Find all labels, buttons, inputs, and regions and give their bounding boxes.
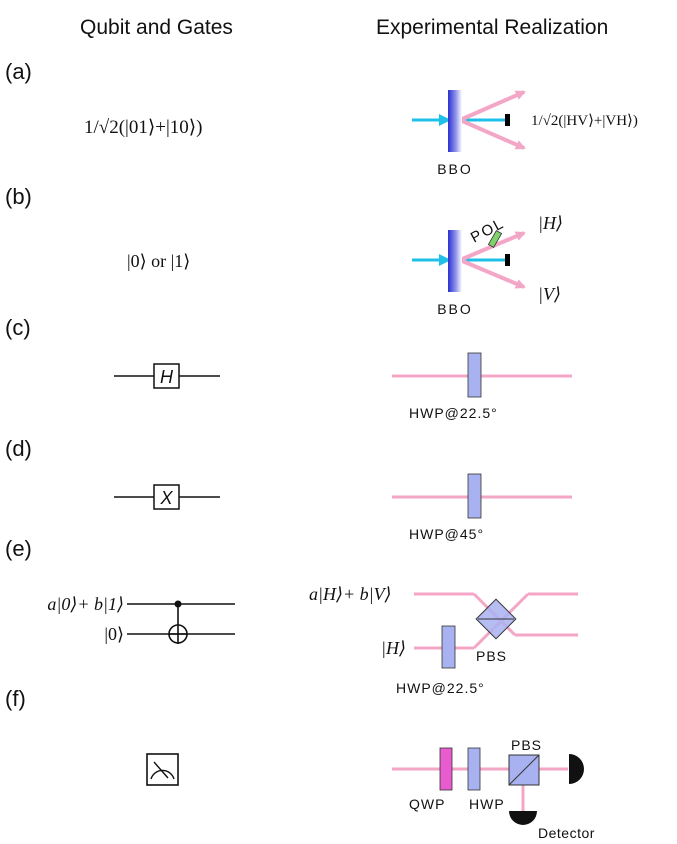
x-gate-box [153,484,180,510]
beam-dump [505,254,510,266]
meter-needle [153,761,169,779]
output-state-v: |V⟩ [538,284,561,304]
x-gate-symbol: X [159,488,173,508]
panel-e-label: (e) [5,536,32,561]
panel-d-label: (d) [5,436,32,461]
half-wave-plate [467,473,482,519]
hwp-angle-label: HWP@22.5° [396,680,485,696]
meter-dial [150,769,175,780]
left-column-title: Qubit and Gates [80,16,233,39]
half-wave-plate [467,747,481,791]
panel-a-entangled-state: 1/√2(|01⟩+|10⟩) [84,117,203,138]
target-qubit-state: |0⟩ [104,624,124,644]
panel-f-setup: PBS QWP HWP Detector [392,737,595,841]
cnot-gate-circuit: a|0⟩+ b|1⟩ |0⟩ [47,594,235,644]
downconverted-beam-upper [459,90,526,122]
hwp-label: HWP [469,796,505,812]
hadamard-gate-circuit: H [114,363,220,389]
bbo-label: BBO [437,161,473,177]
downconverted-beam-lower [459,118,526,150]
right-column-title: Experimental Realization [376,16,608,39]
panel-c-label: (c) [5,315,31,340]
half-wave-plate [467,352,482,398]
measurement-meter-icon [146,753,179,786]
panel-a-photon-state: 1/√2(|HV⟩+|VH⟩) [531,113,638,129]
panel-b-label: (b) [5,184,32,209]
polarizer-element [487,230,503,248]
panel-a-label: (a) [5,59,32,84]
pbs-label: PBS [511,737,542,753]
panel-f-label: (f) [5,686,26,711]
panel-b-setup: POL BBO |H⟩ |V⟩ [412,213,563,317]
panel-a-setup: BBO 1/√2(|HV⟩+|VH⟩) [412,90,638,177]
beam-dump [505,114,510,126]
input-state-lower: |H⟩ [381,638,406,658]
control-qubit-state: a|0⟩+ b|1⟩ [47,594,124,614]
x-gate-circuit: X [114,484,220,510]
panel-e-setup: a|H⟩+ b|V⟩ |H⟩ PBS HWP@22.5° [309,584,578,696]
bbo-crystal [448,90,462,152]
qwp-label: QWP [409,796,445,812]
downconverted-beam-lower [459,258,526,289]
meter-frame [146,753,179,786]
bbo-label: BBO [437,301,473,317]
detector-label: Detector [538,825,595,841]
output-state-h: |H⟩ [538,213,563,233]
detector-reflected [509,811,537,825]
bbo-crystal [448,230,462,292]
pbs-label: PBS [476,648,507,664]
quarter-wave-plate [439,747,453,791]
pbs-interface [508,754,540,786]
hwp-angle-label: HWP@22.5° [409,405,498,421]
hadamard-gate-box [153,363,180,389]
input-state-upper: a|H⟩+ b|V⟩ [309,584,392,604]
hwp-angle-label: HWP@45° [409,526,484,542]
panel-b-basis-state: |0⟩ or |1⟩ [127,251,190,271]
hadamard-gate-symbol: H [160,367,174,387]
detector-transmitted [569,754,584,784]
half-wave-plate [441,625,456,669]
panel-c-setup: HWP@22.5° [392,352,572,421]
panel-d-setup: HWP@45° [392,473,572,542]
